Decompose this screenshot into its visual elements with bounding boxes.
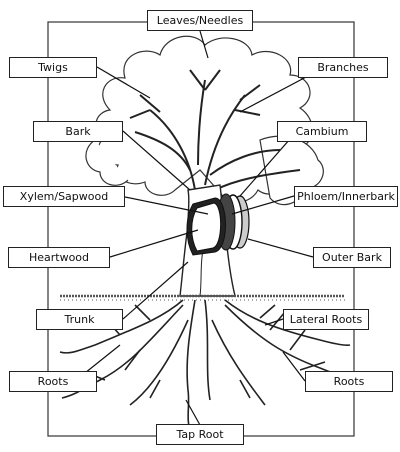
label-branches: Branches [298,57,388,78]
label-leaves-needles: Leaves/Needles [147,10,253,31]
label-trunk: Trunk [36,309,123,330]
label-outer-bark: Outer Bark [313,247,391,268]
trunk-cross-section [186,193,250,256]
label-phloem-innerbark: Phloem/Innerbark [294,186,398,207]
label-tap-root: Tap Root [156,424,244,445]
tree-branches [129,69,301,191]
label-heartwood: Heartwood [8,247,110,268]
label-twigs: Twigs [9,57,97,78]
leader-lines [74,30,326,426]
label-roots-left: Roots [9,371,97,392]
ground-line [60,294,345,301]
label-xylem-sapwood: Xylem/Sapwood [3,186,125,207]
label-roots-right: Roots [305,371,393,392]
label-lateral-roots: Lateral Roots [283,309,369,330]
label-cambium: Cambium [277,121,367,142]
label-bark: Bark [33,121,123,142]
